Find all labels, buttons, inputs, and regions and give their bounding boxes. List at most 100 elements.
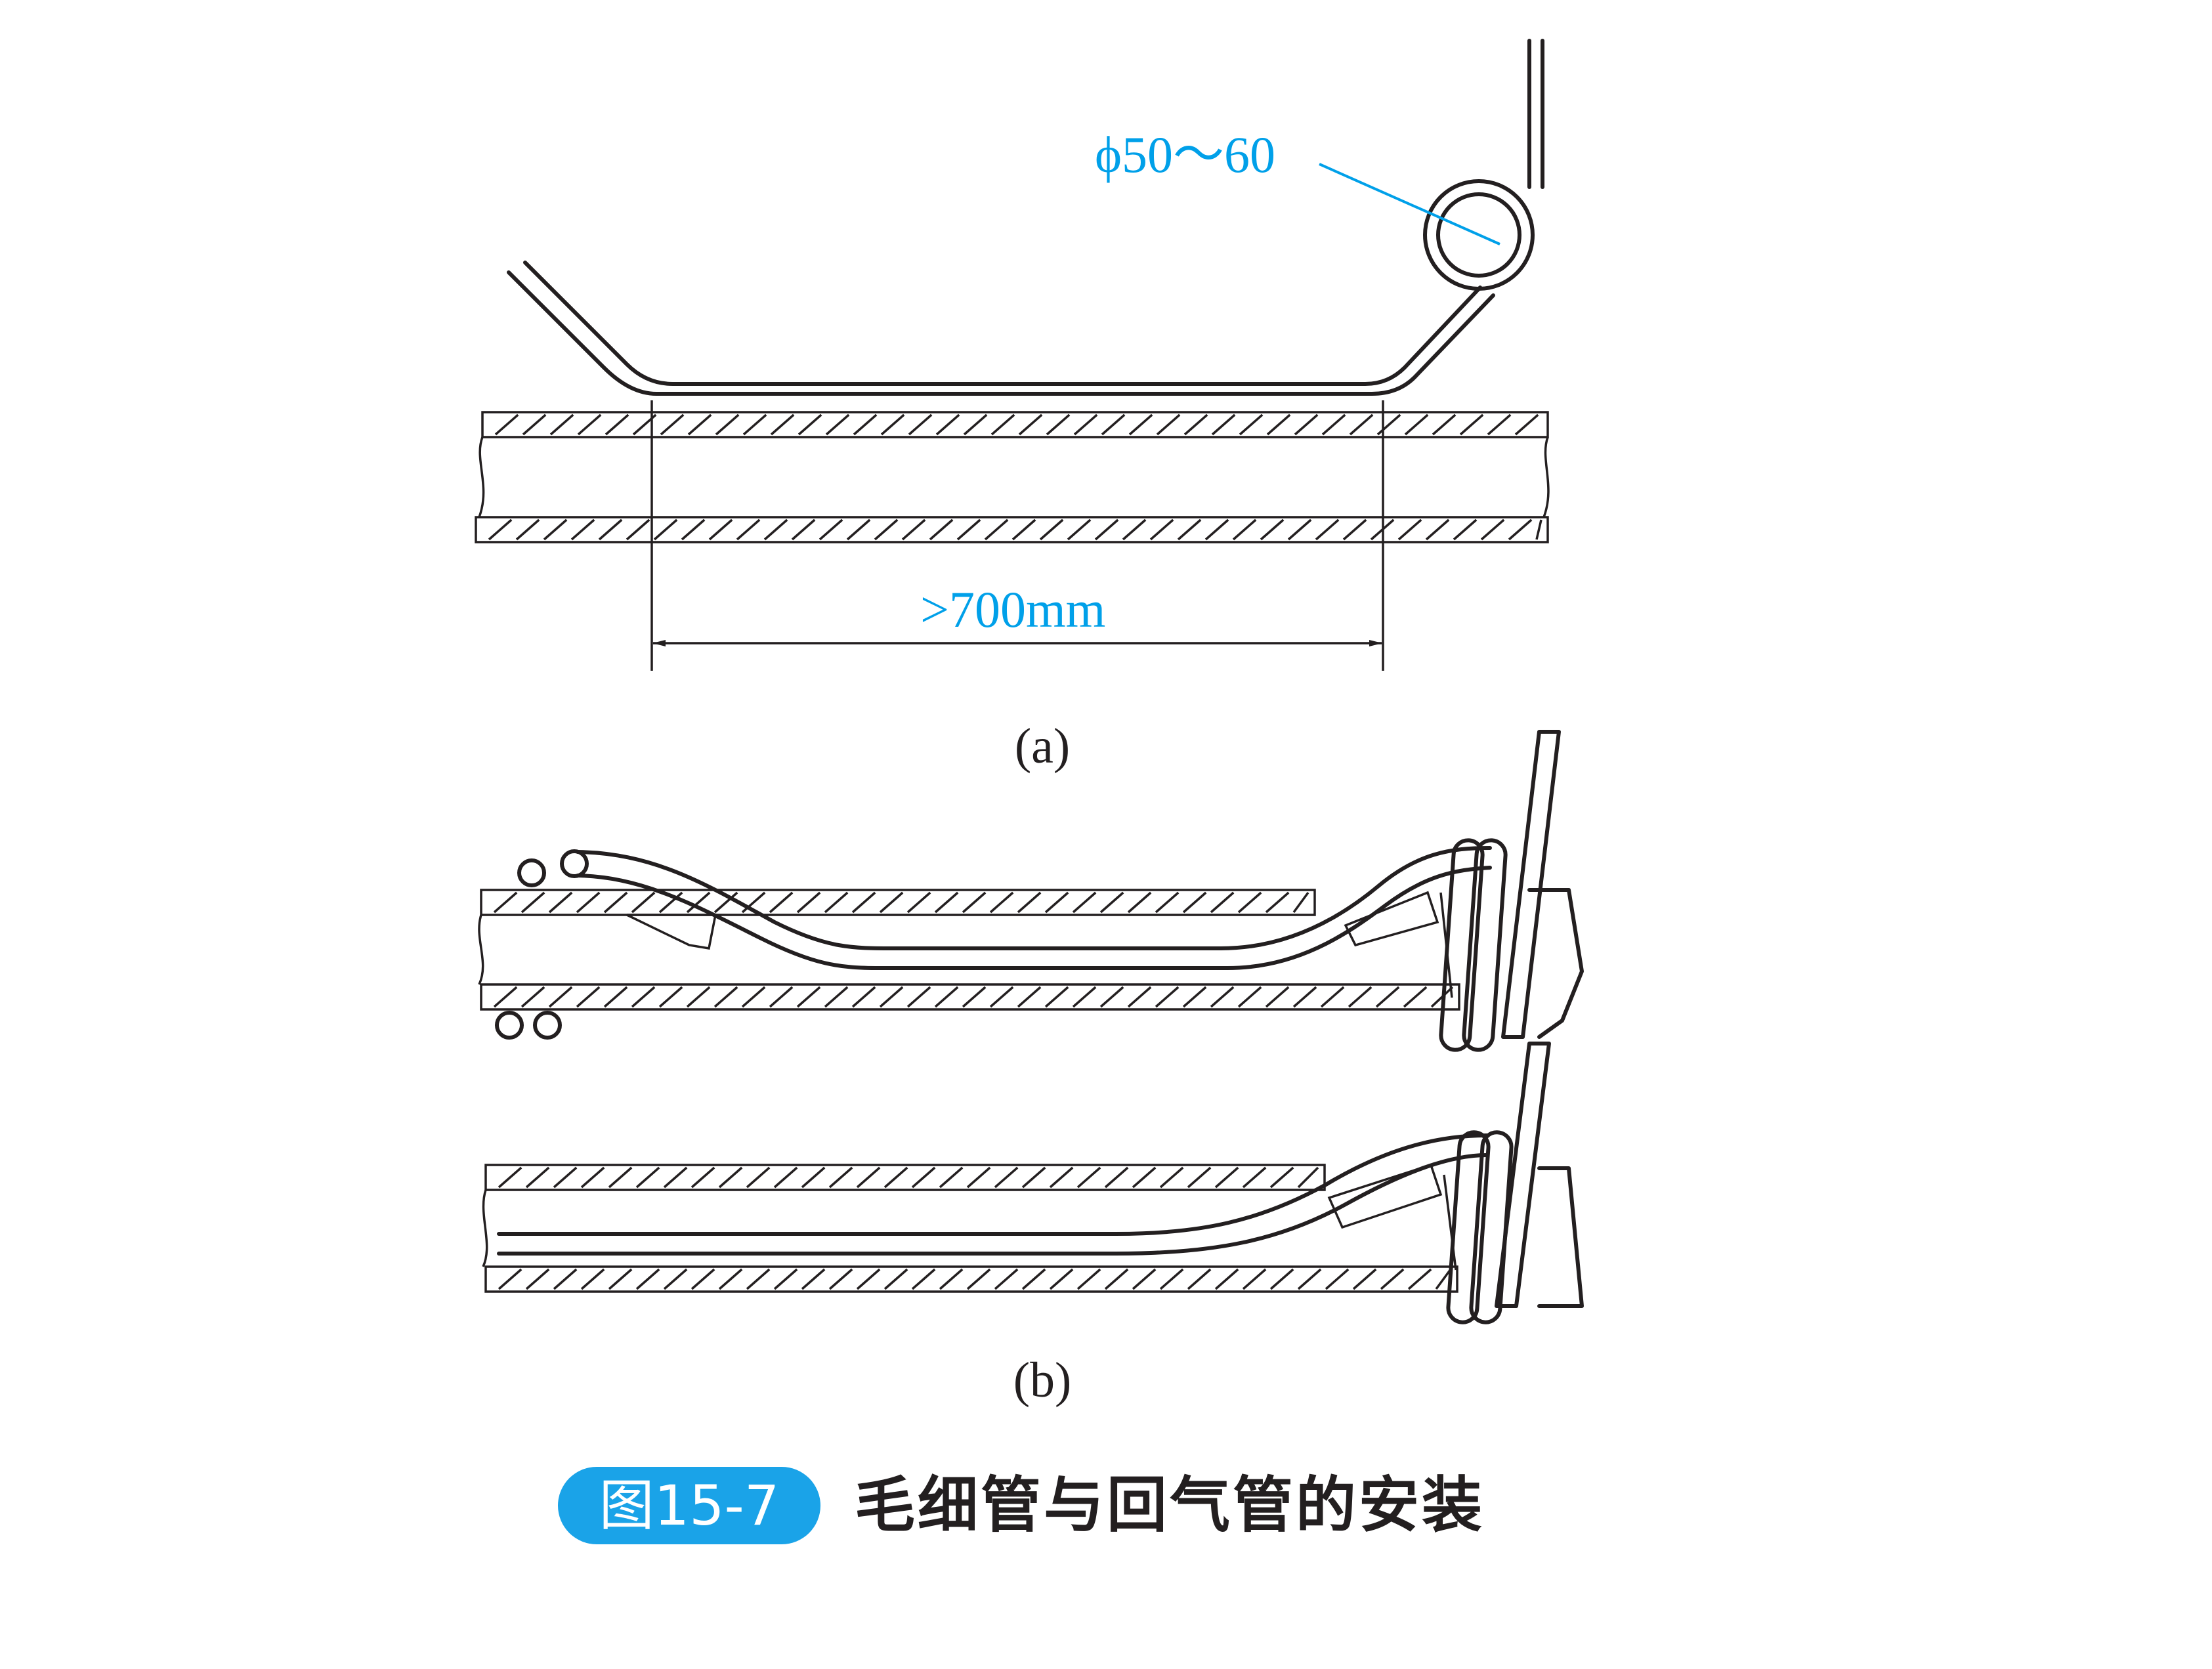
hatch-line <box>934 891 959 914</box>
hatch-line <box>962 891 987 914</box>
hatch-line <box>603 986 628 1008</box>
hatch-line <box>605 413 629 436</box>
hatch-line <box>773 1166 798 1189</box>
diameter-leader-line <box>1319 163 1500 245</box>
pipe-break-right <box>1542 436 1550 518</box>
hatch-line <box>1017 891 1042 914</box>
hatch-line <box>1348 986 1372 1008</box>
hatch-line <box>686 891 711 914</box>
hatch-line <box>686 986 711 1008</box>
hatch-line <box>741 891 766 914</box>
hatch-line <box>1104 1166 1129 1189</box>
hatch-line <box>989 891 1014 914</box>
hatch-line <box>1292 891 1309 914</box>
hatch-line <box>769 986 794 1008</box>
hatch-line <box>1210 891 1235 914</box>
hatch-line <box>819 518 843 541</box>
hatch-line <box>1187 1268 1212 1290</box>
hatch-line <box>966 1268 991 1290</box>
hatch-line <box>713 986 738 1008</box>
part-a-diagram: ϕ50～60 >700mm (a) <box>475 39 1550 774</box>
hatch-line <box>1076 1268 1101 1290</box>
hatch-line <box>1072 891 1097 914</box>
hatch-line <box>691 1166 715 1189</box>
hatch-line <box>1404 413 1429 436</box>
hatch-line <box>577 413 602 436</box>
hatch-line <box>879 891 904 914</box>
hatch-line <box>906 986 931 1008</box>
hatch-line <box>1380 1268 1405 1290</box>
pipe-clamp <box>1439 730 1584 1052</box>
hatch-line <box>493 986 518 1008</box>
hatch-line <box>715 413 740 436</box>
hatch-line <box>525 1166 550 1189</box>
hatch-line <box>763 518 788 541</box>
hatch-line <box>631 986 656 1008</box>
hatch-line <box>1017 986 1042 1008</box>
hatch-line <box>1159 1166 1184 1189</box>
tube-section-top-b <box>560 849 589 878</box>
hatch-line <box>773 1268 798 1290</box>
hatch-line <box>769 891 794 914</box>
hatch-line <box>1239 413 1264 436</box>
hatch-line <box>1265 891 1290 914</box>
pipe-break-left <box>482 1189 488 1267</box>
figure-title: 毛细管与回气管的安装 <box>855 1470 1485 1540</box>
hatch-line <box>851 891 876 914</box>
hatch-line <box>1269 1166 1294 1189</box>
pipe-break-left <box>478 436 485 518</box>
hatch-line <box>1514 413 1539 436</box>
hatch-line <box>1480 518 1505 541</box>
hatch-line <box>1094 518 1119 541</box>
hatch-line <box>1182 986 1207 1008</box>
hatch-line <box>880 413 905 436</box>
hatch-line <box>994 1166 1019 1189</box>
hatch-line <box>522 413 547 436</box>
hatch-line <box>801 1268 826 1290</box>
capillary-tube <box>576 846 1492 970</box>
hatch-line <box>1265 986 1290 1008</box>
hatch-line <box>990 413 1015 436</box>
hatch-line <box>1159 1268 1184 1290</box>
hatch-line <box>911 1166 936 1189</box>
hatch-line <box>1375 986 1400 1008</box>
hatch-line <box>1067 518 1092 541</box>
hatch-line <box>1122 518 1147 541</box>
hatch-line <box>1349 413 1374 436</box>
hatch-line <box>1155 986 1180 1008</box>
hatch-line <box>736 518 761 541</box>
hatch-line <box>798 413 822 436</box>
part-b-label: (b) <box>1013 1353 1072 1408</box>
hatch-line <box>1182 891 1207 914</box>
hatch-line <box>603 891 628 914</box>
hatch-line <box>1342 518 1367 541</box>
hatch-line <box>663 1166 688 1189</box>
capillary-coil <box>1423 179 1535 291</box>
hatch-line <box>635 1268 660 1290</box>
hatch-line <box>989 986 1014 1008</box>
hatch-line <box>1046 413 1071 436</box>
hatch-line <box>1321 413 1346 436</box>
hatch-line <box>1210 986 1235 1008</box>
part-b-lower-diagram: (b) <box>482 1042 1584 1408</box>
part-a-label: (a) <box>1015 719 1070 774</box>
hatch-line <box>1435 1268 1452 1290</box>
hatch-line <box>1076 1166 1101 1189</box>
tube-section-bottom-a <box>495 1011 524 1040</box>
hatch-line <box>1011 518 1036 541</box>
hatch-line <box>653 518 678 541</box>
hatch-line <box>708 518 733 541</box>
hatch-line <box>1156 413 1181 436</box>
hatch-line <box>1407 1268 1432 1290</box>
return-pipe-upper-wall <box>480 889 1316 916</box>
hatch-line <box>635 1166 660 1189</box>
hatch-line <box>962 986 987 1008</box>
hatch-line <box>1104 1268 1129 1290</box>
hatch-line <box>883 1268 908 1290</box>
tube-section-top-a <box>517 858 546 887</box>
hatch-line <box>1214 1166 1239 1189</box>
hatch-line <box>498 1268 522 1290</box>
capillary-tube <box>507 39 1544 396</box>
tube-section-bottom-b <box>533 1011 562 1040</box>
